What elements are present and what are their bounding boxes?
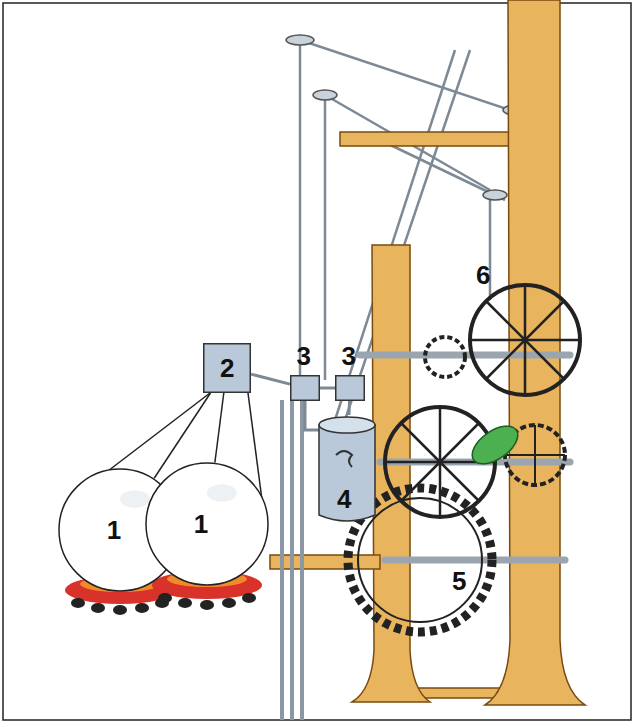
callout-number: 3	[297, 343, 311, 369]
boiler-sphere: 1	[145, 462, 269, 586]
callout-number: 2	[220, 355, 234, 381]
wooden-stand	[270, 0, 585, 705]
callout-number: 1	[107, 517, 121, 543]
callout-number: 5	[452, 568, 466, 594]
callout-number: 3	[342, 343, 356, 369]
callout-number: 4	[337, 486, 351, 512]
worm-gear	[466, 419, 525, 472]
steam-pipe	[251, 374, 290, 384]
callout-number: 1	[194, 511, 208, 537]
valve-box-outline	[290, 375, 320, 401]
pulleys	[286, 35, 527, 200]
valve-box: 3	[335, 375, 365, 401]
steam-pipe	[348, 401, 352, 415]
steam-box: 2	[203, 343, 251, 393]
callout-number: 6	[476, 262, 490, 288]
gears	[348, 285, 580, 632]
valve-box-outline	[335, 375, 365, 401]
axles	[360, 355, 570, 560]
connector-line	[215, 393, 224, 463]
valve-box: 3	[290, 375, 320, 401]
rods	[282, 400, 302, 720]
piston-cylinder: 4	[318, 415, 376, 523]
steam-pipe	[320, 387, 335, 390]
